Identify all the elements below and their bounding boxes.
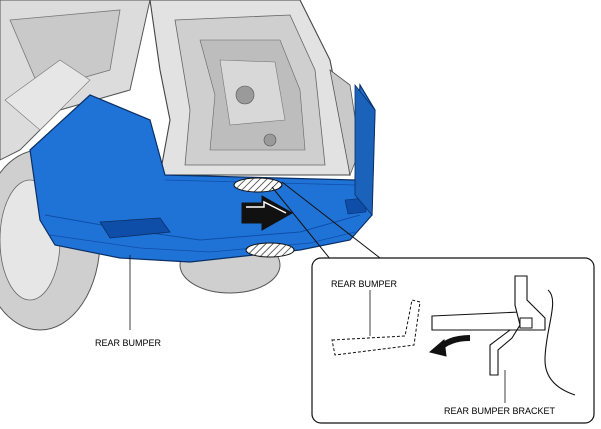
vehicle-body <box>0 0 361 177</box>
upper-clip-location <box>233 177 283 193</box>
detail-rear-bumper-label: REAR BUMPER <box>331 279 398 289</box>
bumper-released-outline <box>331 299 421 356</box>
bumper-bracket-outline <box>489 275 546 376</box>
body-panel-outline <box>544 289 576 396</box>
detail-leader-lower <box>281 181 381 259</box>
rear-bumper-bracket-label: REAR BUMPER BRACKET <box>444 406 556 416</box>
rear-bumper-label: REAR BUMPER <box>95 338 162 348</box>
detail-leader-upper <box>271 186 336 266</box>
pull-direction-arrow <box>241 195 294 231</box>
lower-clip-location <box>245 242 295 258</box>
detail-inset: REAR BUMPER REAR BUMPER BRACKET <box>311 257 595 424</box>
